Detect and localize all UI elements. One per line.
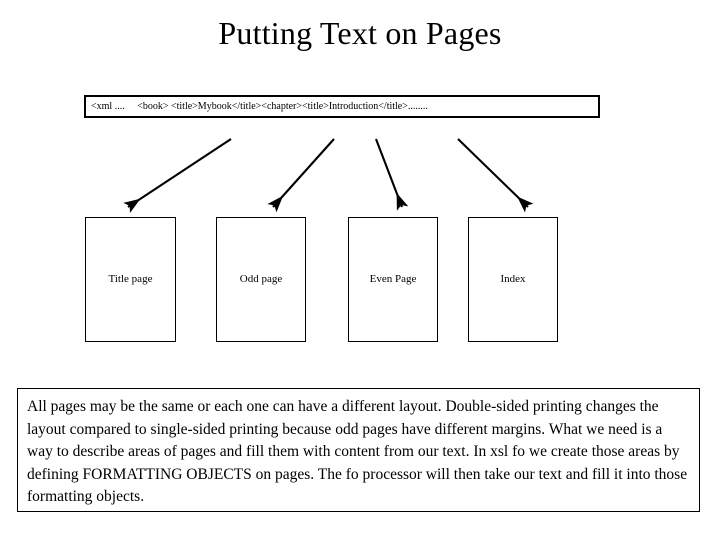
page-box-title-page: Title page	[85, 217, 176, 342]
xml-source-text: <xml .... <book> <title>Mybook</title><c…	[91, 100, 428, 112]
page-box-label: Index	[500, 273, 526, 285]
page-title: Putting Text on Pages	[218, 15, 502, 51]
arrow-to-index	[457, 138, 534, 213]
page-box-label: Odd page	[239, 273, 283, 285]
page-box-even-page: Even Page	[348, 217, 438, 342]
body-paragraph: All pages may be the same or each one ca…	[27, 398, 688, 506]
page-box-odd-page: Odd page	[216, 217, 306, 342]
page-box-label: Even Page	[369, 273, 417, 285]
page-box-label: Title page	[108, 273, 153, 285]
arrow-to-odd-page	[267, 138, 335, 213]
body-text-box: All pages may be the same or each one ca…	[17, 388, 700, 512]
page-box-index: Index	[468, 217, 558, 342]
arrow-to-title-page	[123, 138, 232, 214]
arrow-to-even-page	[375, 138, 409, 211]
xml-source-box: <xml .... <book> <title>Mybook</title><c…	[84, 95, 600, 118]
